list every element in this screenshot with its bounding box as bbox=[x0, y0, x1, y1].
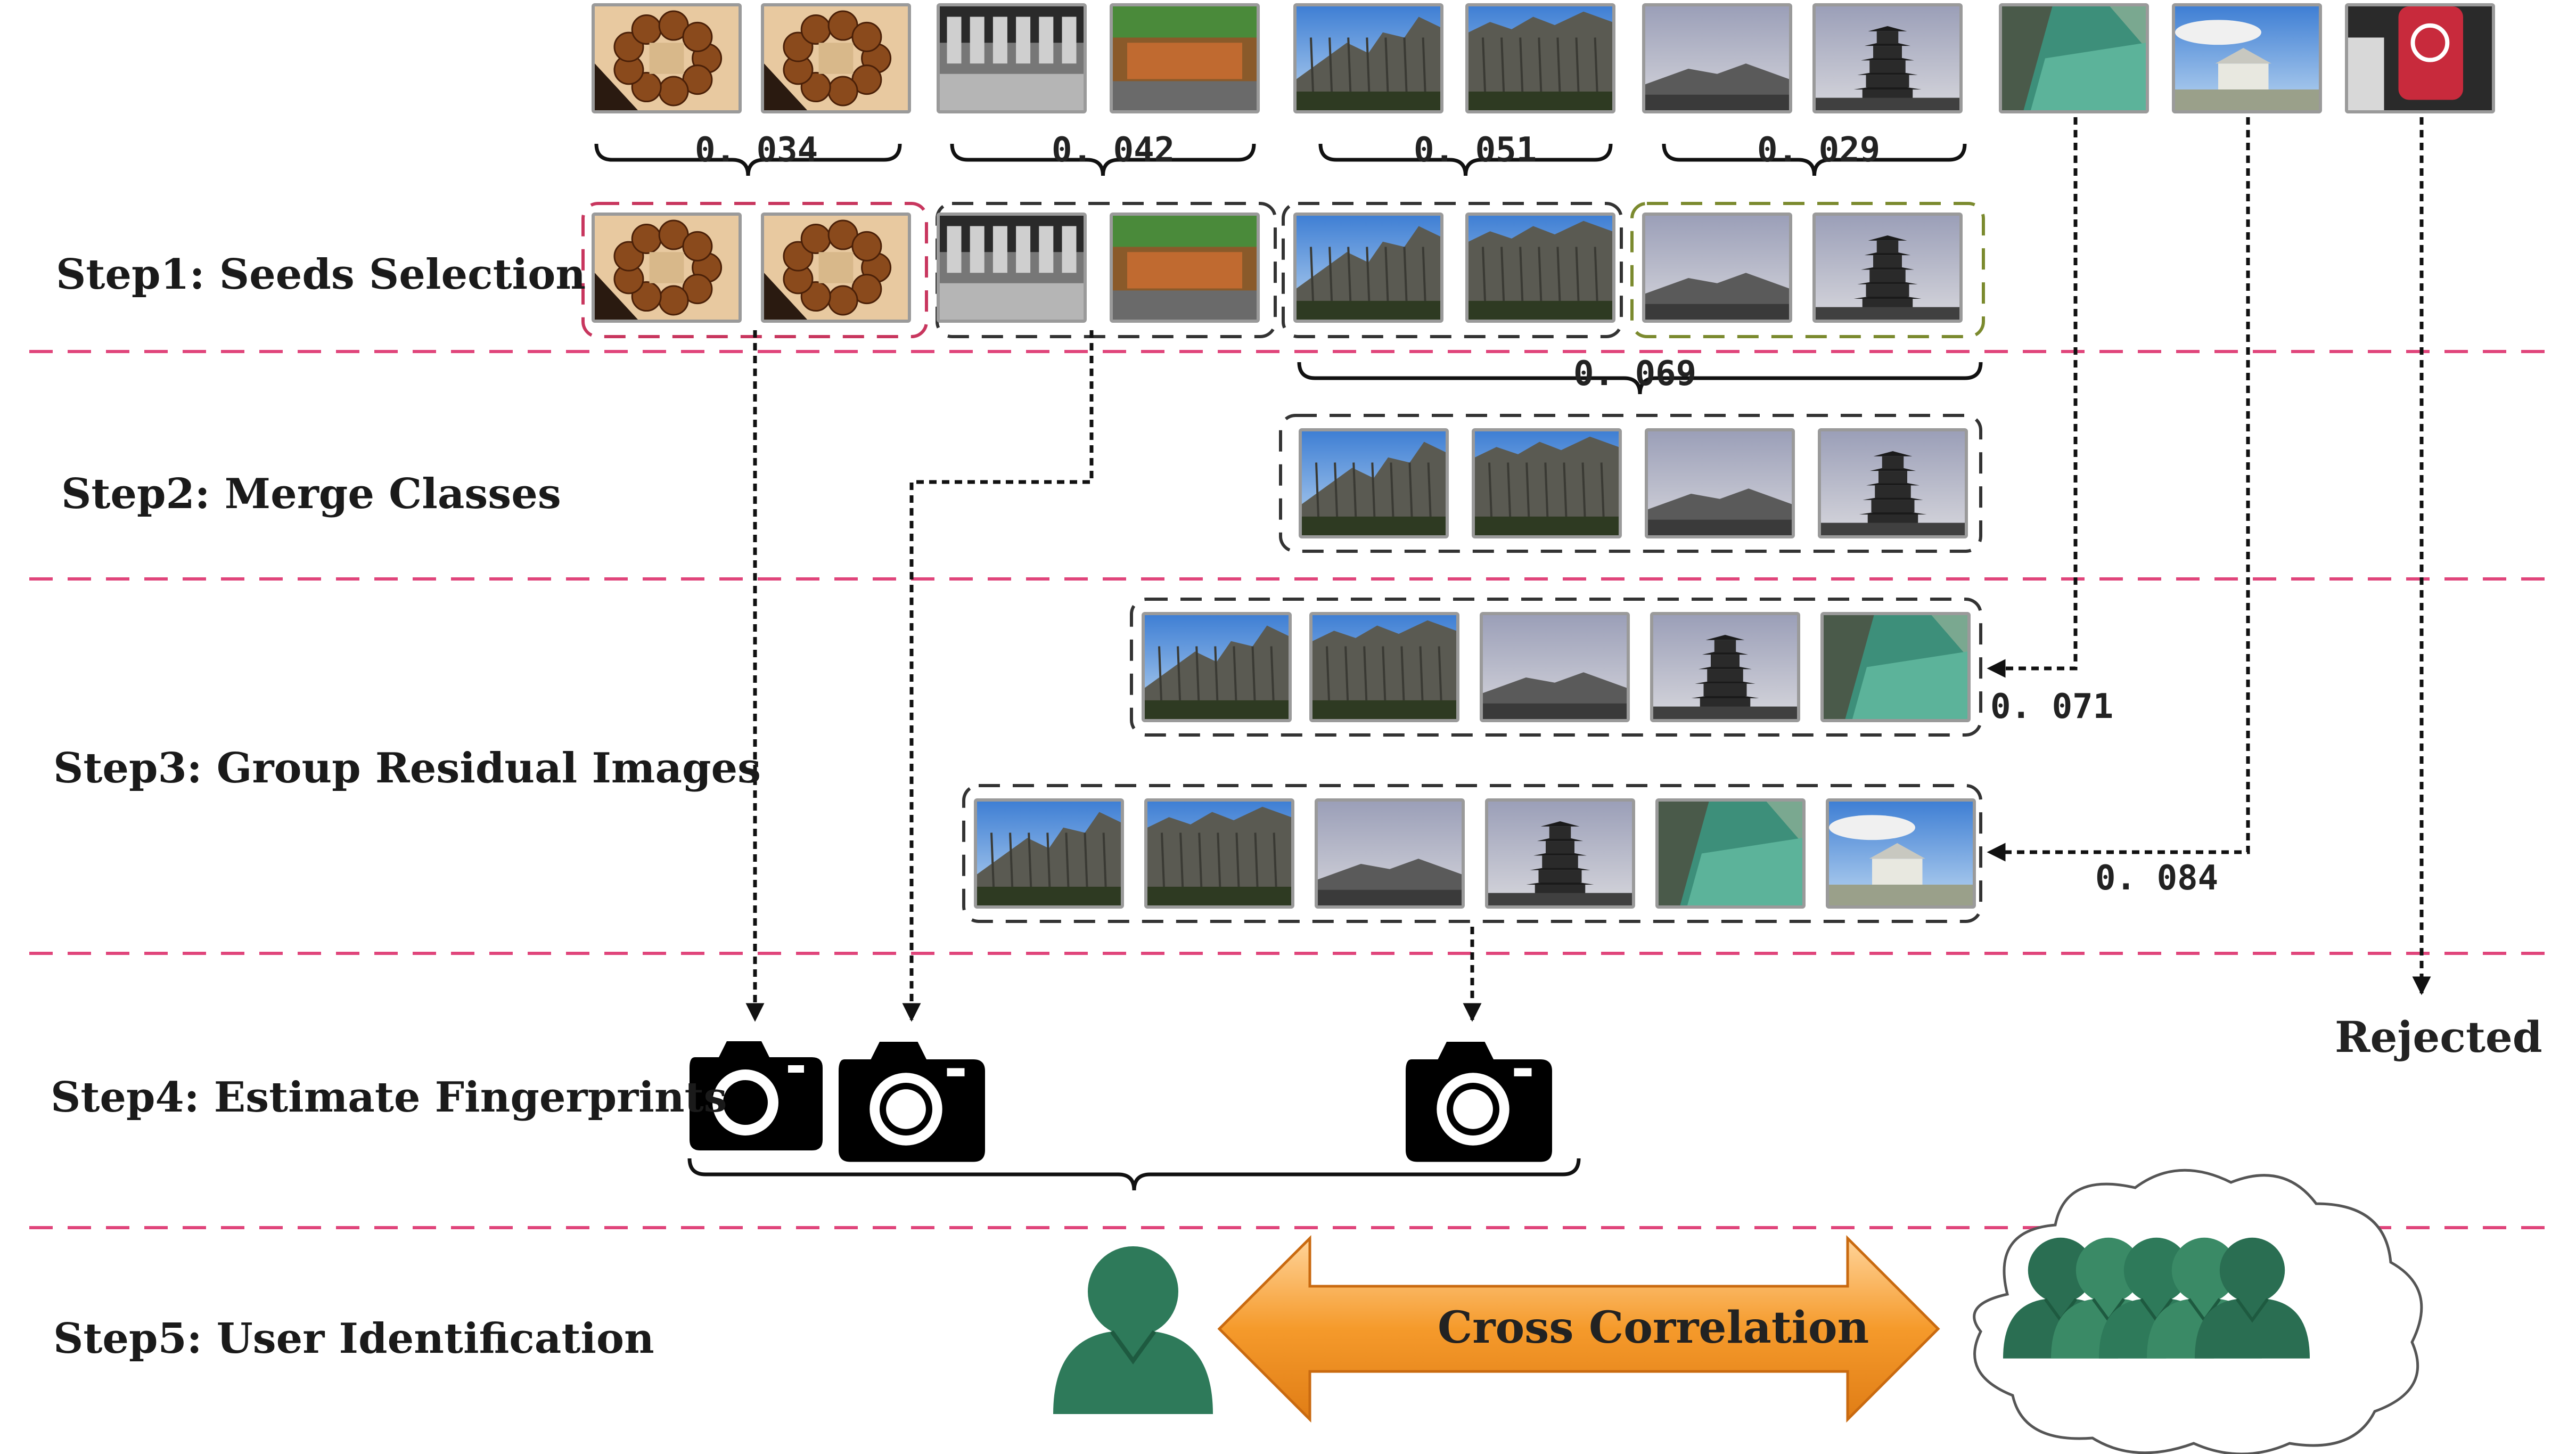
connector-waterfall-to-group bbox=[1987, 117, 2078, 678]
top-image-10 bbox=[2172, 3, 2322, 113]
top-image-6 bbox=[1465, 3, 1615, 113]
brace-pair-2 bbox=[950, 143, 1256, 176]
distance-residual-1: 0. 071 bbox=[1990, 687, 2114, 726]
seed-image-5 bbox=[1293, 213, 1443, 323]
seed-image-8 bbox=[1812, 213, 1963, 323]
user-icon bbox=[1053, 1246, 1213, 1414]
residual-group1-image-3 bbox=[1480, 612, 1630, 722]
camera-icon-1 bbox=[690, 1041, 823, 1150]
cluster-box-3 bbox=[1282, 202, 1623, 338]
cluster-box-4 bbox=[1630, 202, 1985, 338]
cluster-box-2 bbox=[936, 202, 1277, 338]
residual-group2-image-4 bbox=[1485, 798, 1635, 909]
top-image-9 bbox=[1999, 3, 2149, 113]
top-image-5 bbox=[1293, 3, 1443, 113]
distance-pair-2: 0. 042 bbox=[1052, 130, 1175, 170]
residual-group-box-1 bbox=[1130, 598, 1982, 737]
merged-image-2 bbox=[1472, 428, 1622, 538]
distance-pair-4: 0. 029 bbox=[1757, 130, 1881, 170]
connector-interior-to-camera bbox=[902, 330, 1094, 1022]
brace-fingerprints bbox=[687, 1158, 1581, 1191]
brace-pair-1 bbox=[594, 143, 902, 176]
residual-group-box-2 bbox=[962, 784, 1982, 923]
step1-label: Step1: Seeds Selection bbox=[56, 250, 586, 299]
top-image-8 bbox=[1812, 3, 1963, 113]
top-image-7 bbox=[1642, 3, 1792, 113]
merged-image-4 bbox=[1818, 428, 1968, 538]
residual-group2-image-1 bbox=[974, 798, 1124, 909]
residual-group2-image-6 bbox=[1826, 798, 1976, 909]
step5-label: Step5: User Identification bbox=[53, 1314, 654, 1363]
seed-image-1 bbox=[592, 213, 742, 323]
step4-label: Step4: Estimate Fingerprints bbox=[51, 1073, 727, 1122]
brace-pair-4 bbox=[1662, 143, 1967, 176]
camera-icon-2 bbox=[839, 1042, 985, 1162]
merged-cluster-box bbox=[1279, 414, 1982, 553]
merged-image-3 bbox=[1645, 428, 1795, 538]
brace-merge bbox=[1297, 362, 1983, 395]
distance-pair-3: 0. 051 bbox=[1414, 130, 1537, 170]
residual-group2-image-3 bbox=[1315, 798, 1465, 909]
residual-group2-image-2 bbox=[1144, 798, 1294, 909]
residual-group1-image-4 bbox=[1650, 612, 1800, 722]
camera-icon-3 bbox=[1406, 1042, 1552, 1162]
residual-group1-image-2 bbox=[1309, 612, 1459, 722]
seed-image-6 bbox=[1465, 213, 1615, 323]
rejected-label: Rejected bbox=[2335, 1012, 2542, 1062]
residual-group1-image-1 bbox=[1142, 612, 1292, 722]
distance-residual-2: 0. 084 bbox=[2095, 859, 2219, 898]
seed-image-3 bbox=[937, 213, 1087, 323]
top-image-2 bbox=[761, 3, 911, 113]
top-image-1 bbox=[592, 3, 742, 113]
seed-image-7 bbox=[1642, 213, 1792, 323]
step3-label: Step3: Group Residual Images bbox=[53, 744, 761, 793]
distance-pair-1: 0. 034 bbox=[695, 130, 818, 170]
seed-image-2 bbox=[761, 213, 911, 323]
merged-image-1 bbox=[1299, 428, 1449, 538]
residual-group2-image-5 bbox=[1655, 798, 1806, 909]
seed-image-4 bbox=[1110, 213, 1260, 323]
residual-group1-image-5 bbox=[1820, 612, 1971, 722]
connector-yurt-to-group bbox=[1987, 117, 2250, 862]
brace-pair-3 bbox=[1318, 143, 1613, 176]
top-image-11 bbox=[2345, 3, 2495, 113]
distance-merge: 0. 069 bbox=[1573, 354, 1697, 394]
top-image-4 bbox=[1110, 3, 1260, 113]
crowd-person-5 bbox=[2195, 1237, 2310, 1359]
cross-correlation-arrow bbox=[1217, 1235, 1940, 1423]
step2-label: Step2: Merge Classes bbox=[61, 470, 561, 518]
cross-correlation-label: Cross Correlation bbox=[1438, 1302, 1869, 1353]
top-image-3 bbox=[937, 3, 1087, 113]
